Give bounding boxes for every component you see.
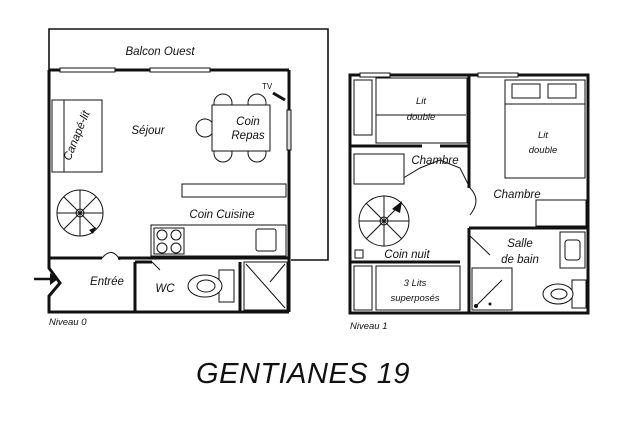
dining-table (195, 93, 271, 163)
shower (471, 267, 513, 311)
level-1-plan (348, 72, 590, 315)
spiral-staircase (56, 189, 104, 237)
balcony-outline (48, 28, 329, 261)
level-0-plan (34, 28, 329, 314)
duct-shaft (243, 261, 288, 311)
toilet (187, 269, 235, 303)
label-bathroom-1: Salle (507, 238, 533, 250)
window (149, 67, 211, 73)
label-level-0: Niveau 0 (49, 317, 87, 328)
plan-title: GENTIANES 19 (196, 358, 410, 390)
window (59, 67, 116, 73)
window (477, 72, 519, 78)
door-swing (151, 261, 161, 271)
label-kitchen: Coin Cuisine (189, 209, 254, 221)
bunk-beds (353, 265, 461, 311)
door-swing (469, 187, 477, 216)
label-entrance: Entrée (90, 276, 124, 288)
label-bunk-2: superposés (390, 293, 439, 304)
label-bed-left-1: Lit (416, 96, 426, 107)
sink (559, 231, 586, 269)
window (286, 109, 292, 151)
double-bed-right (504, 79, 586, 179)
kitchen-worktop (150, 224, 287, 257)
wardrobe (353, 79, 373, 136)
wardrobe (353, 153, 405, 185)
label-night-corner: Coin nuit (384, 249, 430, 261)
label-dining-1: Coin (236, 116, 260, 128)
label-living-room: Séjour (131, 125, 165, 137)
label-tv: TV (262, 82, 273, 91)
label-wc: WC (155, 283, 175, 295)
counter (181, 183, 287, 198)
label-balcony: Balcon Ouest (125, 46, 195, 58)
partition (399, 159, 471, 189)
toilet (542, 279, 587, 309)
label-bed-left-2: double (407, 112, 436, 123)
label-dining-2: Repas (231, 130, 264, 142)
entrance-arrow-icon (34, 273, 58, 285)
label-bunk-1: 3 Lits (404, 278, 427, 289)
label-level-1: Niveau 1 (350, 321, 388, 332)
spiral-staircase (358, 195, 410, 247)
double-bed-left (375, 77, 468, 144)
tv-icon (272, 91, 286, 102)
entrance-wall (47, 258, 135, 314)
door-swing (101, 252, 121, 261)
label-bed-right-2: double (529, 145, 558, 156)
window (359, 72, 391, 78)
wardrobe (535, 199, 587, 227)
label-bed-right-1: Lit (538, 130, 548, 141)
sofa-bed (51, 99, 103, 173)
door-swing (468, 234, 491, 256)
small-cabinet (354, 249, 364, 259)
label-bedroom-right: Chambre (493, 189, 540, 201)
label-bedroom-left: Chambre (411, 155, 458, 167)
label-bathroom-2: de bain (501, 254, 539, 266)
